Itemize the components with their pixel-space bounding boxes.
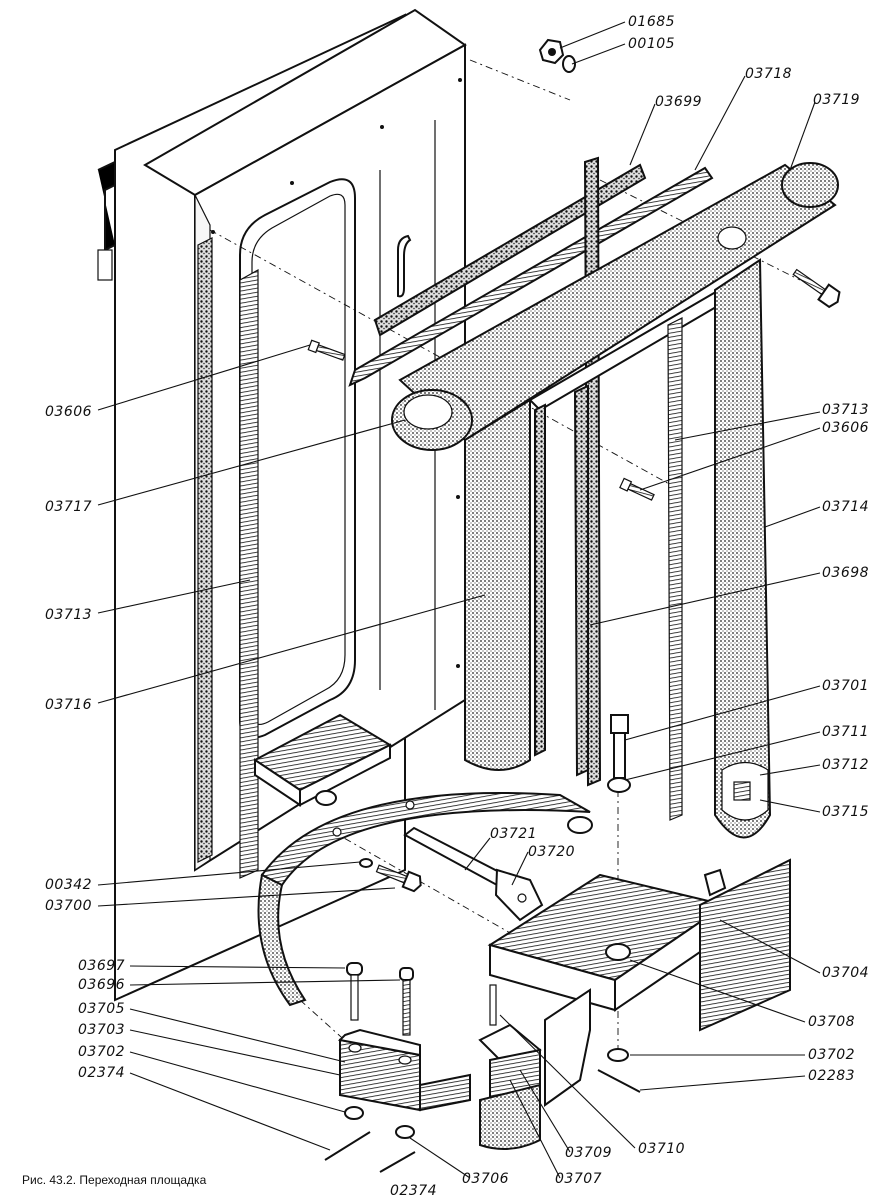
- car-end-wall: [97, 8, 467, 1002]
- part-label: 02374: [390, 1183, 437, 1199]
- part-label: 03720: [528, 844, 575, 860]
- hinge-block: [337, 1028, 471, 1112]
- part-label: 03705: [78, 1001, 125, 1017]
- part-label: 03703: [78, 1022, 125, 1038]
- upper-step-platform: [253, 713, 393, 807]
- part-label: 03717: [45, 499, 92, 515]
- part-label: 03702: [808, 1047, 855, 1063]
- part-label: 03702: [78, 1044, 125, 1060]
- nut-and-washer: [538, 38, 576, 73]
- part-label: 03715: [822, 804, 869, 820]
- part-label: 03699: [655, 94, 702, 110]
- hinge-bolts: [346, 962, 497, 1036]
- part-label: 03696: [78, 977, 125, 993]
- screws: [307, 268, 841, 501]
- part-label: 03707: [555, 1171, 602, 1187]
- leader-lines: [97, 21, 821, 1179]
- part-label: 03721: [490, 826, 537, 842]
- part-label: 03704: [822, 965, 869, 981]
- part-label: 03713: [822, 402, 869, 418]
- part-label: 01685: [628, 14, 675, 30]
- part-label: 03719: [813, 92, 860, 108]
- part-label: 02283: [808, 1068, 855, 1084]
- pin: [607, 714, 631, 793]
- part-label: 03700: [45, 898, 92, 914]
- part-label: 03606: [822, 420, 869, 436]
- part-label: 03711: [822, 724, 869, 740]
- part-label: 03710: [638, 1141, 685, 1157]
- part-label: 03712: [822, 757, 869, 773]
- part-label: 03718: [745, 66, 792, 82]
- part-label: 02374: [78, 1065, 125, 1081]
- part-label: 03714: [822, 499, 869, 515]
- part-label: 00105: [628, 36, 675, 52]
- frame-top-pipe: [391, 162, 839, 451]
- bolt-washer: [359, 858, 422, 893]
- part-label: 03708: [808, 1014, 855, 1030]
- washers-cotter-pins: [324, 1048, 641, 1173]
- part-label: 03701: [822, 678, 869, 694]
- part-label: 03698: [822, 565, 869, 581]
- frame-legs: [464, 258, 772, 839]
- part-label: 03716: [45, 697, 92, 713]
- part-label: 03709: [565, 1145, 612, 1161]
- part-labels: 01685 00105 03718 03719 03699 03606 0371…: [45, 14, 869, 1199]
- figure-caption: Рис. 43.2. Переходная площадка: [22, 1173, 207, 1187]
- part-label: 03697: [78, 958, 125, 974]
- part-label: 03713: [45, 607, 92, 623]
- lower-hinge: [478, 1023, 542, 1150]
- part-label: 00342: [45, 877, 92, 893]
- lower-step-platform: [487, 858, 791, 1107]
- part-label: 03606: [45, 404, 92, 420]
- part-label: 03706: [462, 1171, 509, 1187]
- curved-bridge-plate: [257, 792, 593, 1007]
